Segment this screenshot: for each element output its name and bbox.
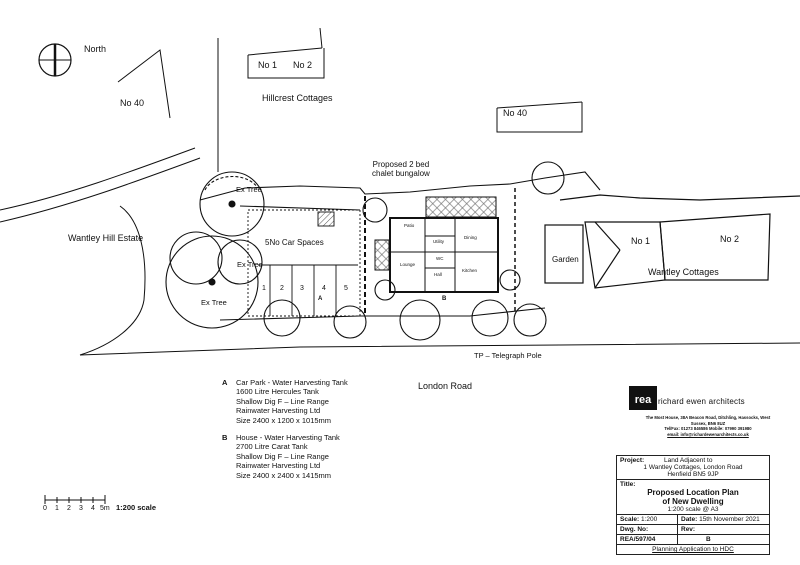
architect-email: email: info@richardewenarchitects.co.uk bbox=[667, 432, 749, 438]
date-value: 15th November 2021 bbox=[699, 516, 760, 523]
architect-phone: Tel/Fax: 01273 846586 Mobile: 07990 3919… bbox=[664, 426, 752, 432]
label-hillcrest: Hillcrest Cottages bbox=[262, 93, 333, 103]
note-b-line: Rainwater Harvesting Ltd bbox=[236, 461, 321, 471]
note-b: B House - Water Harvesting Tank 2700 Litr… bbox=[222, 433, 340, 480]
scale-tick-1: 1 bbox=[55, 505, 59, 512]
label-ex-tree-1: Ex Tree bbox=[236, 185, 262, 194]
dwg-rev-values-row: REA/597/04 B bbox=[617, 535, 769, 545]
room-patio: Patio bbox=[404, 223, 415, 228]
label-wantley-hill: Wantley Hill Estate bbox=[68, 233, 144, 243]
scale-bar-label: 1:200 scale bbox=[116, 503, 157, 512]
label-space-2: 2 bbox=[280, 285, 284, 292]
note-b-letter: B bbox=[222, 433, 228, 442]
project-line: 1 Wantley Cottages, London Road bbox=[643, 464, 743, 471]
scale-label: Scale: bbox=[620, 516, 640, 523]
project-label: Project: bbox=[620, 457, 645, 464]
north-arrow-icon bbox=[38, 43, 72, 77]
project-line: Land Adjacent to bbox=[664, 457, 713, 464]
architect-address: The Most House, 38A Beacon Road, Ditchli… bbox=[645, 415, 771, 426]
hillcrest-buildings bbox=[117, 27, 583, 172]
title-block: Project: Land Adjacent to 1 Wantley Cott… bbox=[616, 455, 770, 555]
note-a-line: 1600 Litre Hercules Tank bbox=[236, 387, 319, 397]
dwg-value: REA/597/04 bbox=[617, 535, 678, 544]
label-no1-right: No 1 bbox=[631, 236, 651, 246]
label-garden: Garden bbox=[552, 255, 579, 264]
label-london-road: London Road bbox=[418, 381, 473, 391]
car-park bbox=[247, 209, 361, 317]
scale-tick-5m: 5m bbox=[100, 505, 110, 512]
project-row: Project: Land Adjacent to 1 Wantley Cott… bbox=[617, 456, 769, 480]
architect-name: richard ewen architects bbox=[658, 397, 745, 406]
label-space-1: 1 bbox=[262, 285, 266, 292]
scale-bar bbox=[44, 495, 106, 504]
label-wantley-cottages: Wantley Cottages bbox=[648, 267, 719, 277]
note-a-line: Shallow Dig F – Line Range bbox=[236, 396, 329, 406]
hedge-line bbox=[364, 188, 516, 316]
note-b-line: 2700 Litre Carat Tank bbox=[236, 442, 308, 452]
estate-road bbox=[0, 147, 201, 356]
drawing-scale-line: 1:200 scale @ A3 bbox=[667, 506, 719, 513]
room-kitchen: Kitchen bbox=[462, 268, 478, 273]
label-ex-tree-2: Ex Tree bbox=[237, 260, 263, 269]
room-utility: Utility bbox=[433, 239, 444, 244]
north-label: North bbox=[84, 44, 107, 54]
note-b-line: Shallow Dig F – Line Range bbox=[236, 451, 329, 461]
dwg-label: Dwg. No: bbox=[617, 525, 678, 534]
label-ex-tree-3: Ex Tree bbox=[201, 298, 227, 307]
drawing-title: of New Dwelling bbox=[662, 497, 724, 506]
scale-tick-2: 2 bbox=[67, 505, 71, 512]
note-a-line: Rainwater Harvesting Ltd bbox=[236, 406, 321, 416]
scale-tick-4: 4 bbox=[91, 505, 95, 512]
rev-label: Rev: bbox=[681, 526, 696, 533]
note-b-line: Size 2400 x 2400 x 1415mm bbox=[236, 470, 332, 480]
note-a-title: Car Park - Water Harvesting Tank bbox=[236, 378, 348, 387]
label-note-b-marker: B bbox=[442, 296, 447, 302]
scale-tick-0: 0 bbox=[43, 505, 47, 512]
scale-date-row: Scale: 1:200 Date: 15th November 2021 bbox=[617, 515, 769, 525]
planning-status: Planning Application to HDC bbox=[652, 546, 734, 553]
scale-tick-3: 3 bbox=[79, 505, 83, 512]
title-row: Title: Proposed Location Plan of New Dwe… bbox=[617, 480, 769, 515]
room-lounge: Lounge bbox=[400, 262, 416, 267]
room-wc: WC bbox=[436, 256, 444, 261]
label-no40-left: No 40 bbox=[120, 98, 145, 108]
label-note-a-marker: A bbox=[318, 296, 323, 302]
london-road-line bbox=[79, 342, 800, 356]
room-dining: Dining bbox=[464, 235, 477, 240]
site-boundary bbox=[199, 171, 601, 321]
note-a-letter: A bbox=[222, 378, 228, 387]
date-label: Date: bbox=[681, 516, 698, 523]
title-label: Title: bbox=[620, 481, 636, 488]
note-a: A Car Park - Water Harvesting Tank 1600 L… bbox=[222, 378, 348, 425]
dwg-rev-labels-row: Dwg. No: Rev: bbox=[617, 525, 769, 535]
label-space-4: 4 bbox=[322, 285, 326, 292]
label-no40-right: No 40 bbox=[503, 108, 528, 118]
svg-text:rea: rea bbox=[635, 394, 652, 406]
label-proposed-dwelling: Proposed 2 bed chalet bungalow bbox=[372, 160, 430, 179]
house-footprint bbox=[374, 196, 499, 293]
rev-value: B bbox=[706, 536, 711, 543]
rea-logo-icon: rea bbox=[629, 386, 657, 410]
label-no2-right: No 2 bbox=[720, 234, 740, 244]
label-telegraph-pole: TP – Telegraph Pole bbox=[474, 351, 542, 360]
label-car-spaces: 5No Car Spaces bbox=[265, 238, 324, 247]
label-no1-top: No 1 bbox=[258, 60, 278, 70]
architect-address-block: The Most House, 38A Beacon Road, Ditchli… bbox=[642, 415, 774, 438]
label-space-5: 5 bbox=[344, 285, 348, 292]
scale-value: 1:200 bbox=[640, 516, 658, 523]
note-b-title: House - Water Harvesting Tank bbox=[236, 433, 340, 442]
note-a-line: Size 2400 x 1200 x 1015mm bbox=[236, 415, 332, 425]
label-no2-top: No 2 bbox=[293, 60, 313, 70]
status-row: Planning Application to HDC bbox=[617, 545, 769, 554]
drawing-title: Proposed Location Plan bbox=[647, 488, 739, 497]
project-line: Henfield BN5 9JP bbox=[667, 471, 719, 478]
wantley-cottages-building bbox=[544, 194, 800, 289]
room-hall: Hall bbox=[434, 272, 442, 277]
trees bbox=[165, 161, 565, 341]
label-space-3: 3 bbox=[300, 285, 304, 292]
